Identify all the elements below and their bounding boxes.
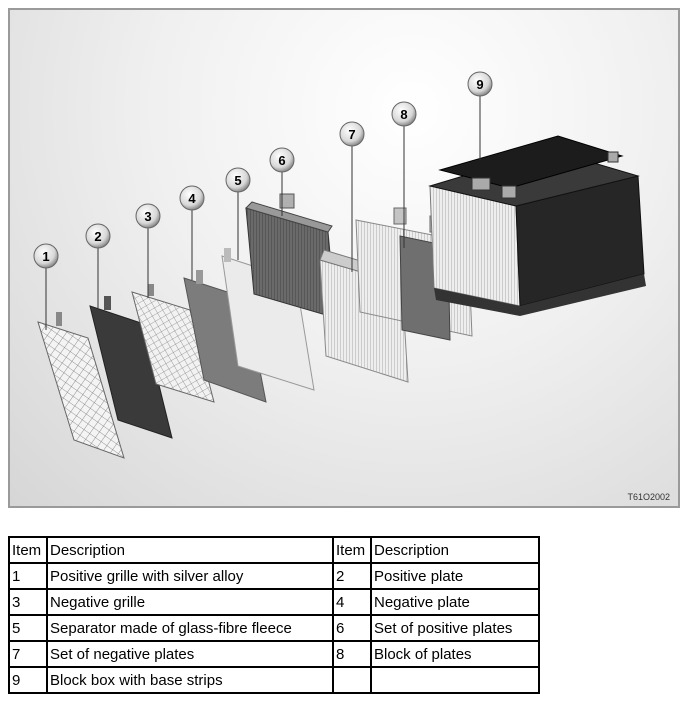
header-item: Item <box>332 536 372 564</box>
item-number: 6 <box>332 614 372 642</box>
item-description <box>370 666 540 694</box>
item-number: 5 <box>8 614 48 642</box>
header-item: Item <box>8 536 48 564</box>
callout-leaders <box>45 94 481 330</box>
part-2-positive-plate <box>89 296 173 439</box>
figure-reference-code: T61O2002 <box>627 492 670 502</box>
header-description: Description <box>370 536 540 564</box>
item-description: Block box with base strips <box>46 666 334 694</box>
header-description: Description <box>46 536 334 564</box>
item-number: 7 <box>8 640 48 668</box>
part-1-positive-grille <box>37 312 125 459</box>
item-description: Set of positive plates <box>370 614 540 642</box>
item-number <box>332 666 372 694</box>
item-description: Set of negative plates <box>46 640 334 668</box>
callout-9: 9 <box>467 71 493 97</box>
callout-2: 2 <box>85 223 111 249</box>
item-number: 3 <box>8 588 48 616</box>
callout-4: 4 <box>179 185 205 211</box>
item-number: 2 <box>332 562 372 590</box>
svg-text:9: 9 <box>476 77 483 92</box>
battery-exploded-diagram: 1 2 3 4 5 6 7 8 <box>8 8 680 508</box>
svg-text:4: 4 <box>188 191 196 206</box>
table-row: 9 Block box with base strips <box>8 666 540 694</box>
item-description: Block of plates <box>370 640 540 668</box>
svg-text:5: 5 <box>234 173 241 188</box>
item-description: Negative plate <box>370 588 540 616</box>
part-9-block-box <box>428 135 646 316</box>
callout-3: 3 <box>135 203 161 229</box>
svg-text:2: 2 <box>94 229 101 244</box>
item-description: Positive grille with silver alloy <box>46 562 334 590</box>
table-row: 1 Positive grille with silver alloy 2 Po… <box>8 562 540 590</box>
callout-5: 5 <box>225 167 251 193</box>
part-3-negative-grille <box>131 284 215 403</box>
part-6-positive-plate-set <box>245 193 337 319</box>
item-number: 8 <box>332 640 372 668</box>
item-description: Separator made of glass-fibre fleece <box>46 614 334 642</box>
svg-text:6: 6 <box>278 153 285 168</box>
diagram-canvas: 1 2 3 4 5 6 7 8 <box>33 71 646 459</box>
legend-header-row: Item Description Item Description <box>8 536 540 564</box>
svg-text:7: 7 <box>348 127 355 142</box>
svg-text:3: 3 <box>144 209 151 224</box>
table-row: 5 Separator made of glass-fibre fleece 6… <box>8 614 540 642</box>
item-description: Negative grille <box>46 588 334 616</box>
callout-7: 7 <box>339 121 365 147</box>
callout-8: 8 <box>391 101 417 127</box>
table-row: 3 Negative grille 4 Negative plate <box>8 588 540 616</box>
svg-text:1: 1 <box>42 249 49 264</box>
item-number: 9 <box>8 666 48 694</box>
item-number: 1 <box>8 562 48 590</box>
callout-1: 1 <box>33 243 59 269</box>
item-number: 4 <box>332 588 372 616</box>
table-row: 7 Set of negative plates 8 Block of plat… <box>8 640 540 668</box>
callout-6: 6 <box>269 147 295 173</box>
svg-text:8: 8 <box>400 107 407 122</box>
legend-table: Item Description Item Description 1 Posi… <box>8 536 540 694</box>
item-description: Positive plate <box>370 562 540 590</box>
